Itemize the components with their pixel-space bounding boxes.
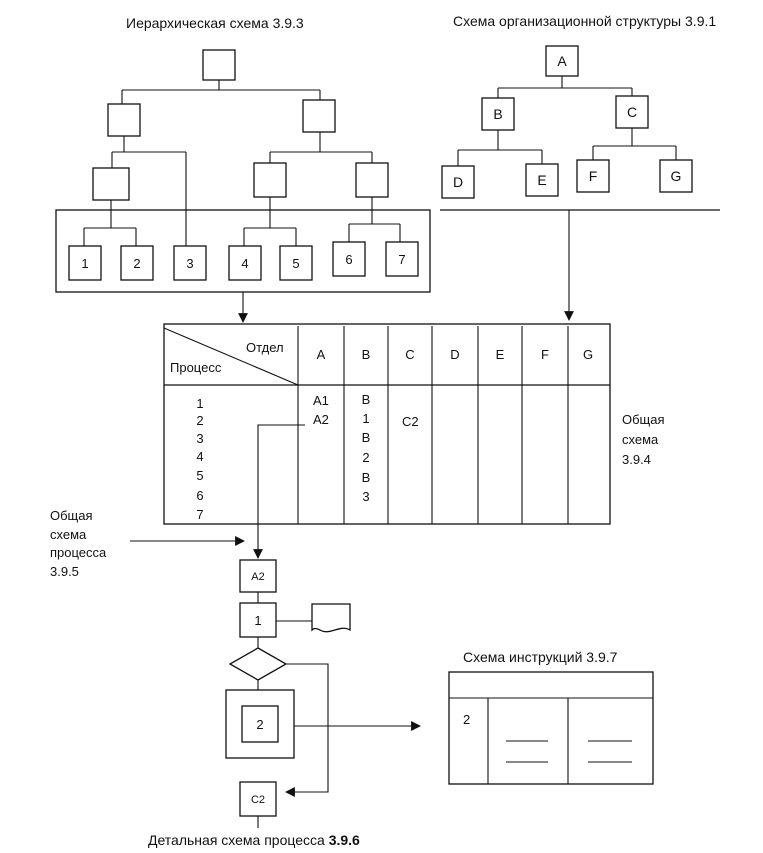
org-node: D — [453, 174, 463, 190]
matrix-row-label: 7 — [196, 507, 203, 522]
matrix-table — [163, 323, 611, 525]
matrix-cell: 2 — [362, 450, 369, 465]
general-process-line: схема — [50, 527, 87, 542]
hierarchy-leaf: 6 — [345, 252, 352, 267]
detail-title-ref: 3.9.6 — [329, 832, 360, 848]
a2-to-flow-arrow — [253, 424, 305, 559]
org-labels: A B C D E F G — [453, 53, 682, 190]
hierarchy-leaf: 1 — [81, 256, 88, 271]
org-node: F — [589, 168, 598, 184]
instructions-title: Схема инструкций 3.9.7 — [463, 649, 618, 665]
hierarchy-leaf: 7 — [398, 252, 405, 267]
matrix-process-rows: 1 2 3 4 5 6 7 — [196, 396, 203, 522]
matrix-cell: B — [362, 430, 371, 445]
org-title: Схема организационной структуры 3.9.1 — [453, 13, 716, 29]
matrix-cell: C2 — [402, 414, 419, 429]
general-process-line: процесса — [50, 545, 107, 560]
org-node: E — [537, 172, 546, 188]
instructions-table — [448, 671, 654, 785]
hierarchy-leaf: 5 — [292, 256, 299, 271]
org-tree — [440, 45, 720, 211]
matrix-row-label: 2 — [196, 413, 203, 428]
hierarchy-leaf: 3 — [186, 256, 193, 271]
matrix-row-label: 5 — [196, 468, 203, 483]
hierarchy-leaf: 2 — [133, 256, 140, 271]
matrix-cell: B — [362, 392, 371, 407]
flow-step-2: 2 — [256, 717, 263, 732]
org-node: C — [627, 104, 637, 120]
general-scheme-line: Общая — [622, 412, 665, 427]
matrix-column-header: E — [496, 347, 505, 362]
hierarchy-leaf: 4 — [241, 256, 248, 271]
matrix-column-header: F — [541, 347, 549, 362]
hierarchy-tree — [55, 49, 431, 293]
general-scheme-line: схема — [622, 432, 659, 447]
matrix-cell: 1 — [362, 411, 369, 426]
matrix-cell: A1 — [313, 393, 329, 408]
matrix-column-header: B — [362, 347, 371, 362]
general-process-line: Общая — [50, 508, 93, 523]
matrix-header-process: Процесс — [170, 360, 222, 375]
general-scheme-label: Общая схема 3.9.4 — [622, 412, 665, 467]
matrix-cell: 3 — [362, 489, 369, 504]
general-scheme-line: 3.9.4 — [622, 452, 651, 467]
matrix-row-label: 1 — [196, 396, 203, 411]
matrix-cells: A1 A2 B 1 B 2 B 3 C2 — [313, 392, 419, 504]
matrix-column-header: G — [583, 347, 593, 362]
matrix-header-department: Отдел — [246, 340, 284, 355]
matrix-columns: A B C D E F G — [317, 347, 593, 362]
instructions-row-label: 2 — [463, 712, 470, 727]
flow-step-a2: A2 — [251, 571, 264, 583]
hierarchy-title: Иерархическая схема 3.9.3 — [126, 15, 304, 31]
hierarchy-leaves: 1 2 3 4 5 6 7 — [68, 241, 419, 281]
detail-title: Детальная схема процесса 3.9.6 — [148, 832, 360, 848]
matrix-column-header: D — [450, 347, 459, 362]
general-process-line: 3.9.5 — [50, 564, 79, 579]
flow-step-c2: C2 — [251, 794, 265, 806]
general-process-label: Общая схема процесса 3.9.5 — [50, 508, 107, 579]
matrix-column-header: A — [317, 347, 326, 362]
org-node: B — [493, 106, 502, 122]
matrix-row-label: 4 — [196, 449, 203, 464]
org-node-root: A — [557, 53, 567, 69]
matrix-row-label: 3 — [196, 431, 203, 446]
detail-title-text: Детальная схема процесса — [148, 832, 329, 848]
flow-step-1: 1 — [254, 613, 261, 628]
matrix-cell: B — [362, 470, 371, 485]
matrix-row-label: 6 — [196, 488, 203, 503]
org-node: G — [671, 168, 682, 184]
flow-chart — [225, 559, 421, 828]
matrix-cell: A2 — [313, 412, 329, 427]
matrix-column-header: C — [405, 347, 414, 362]
